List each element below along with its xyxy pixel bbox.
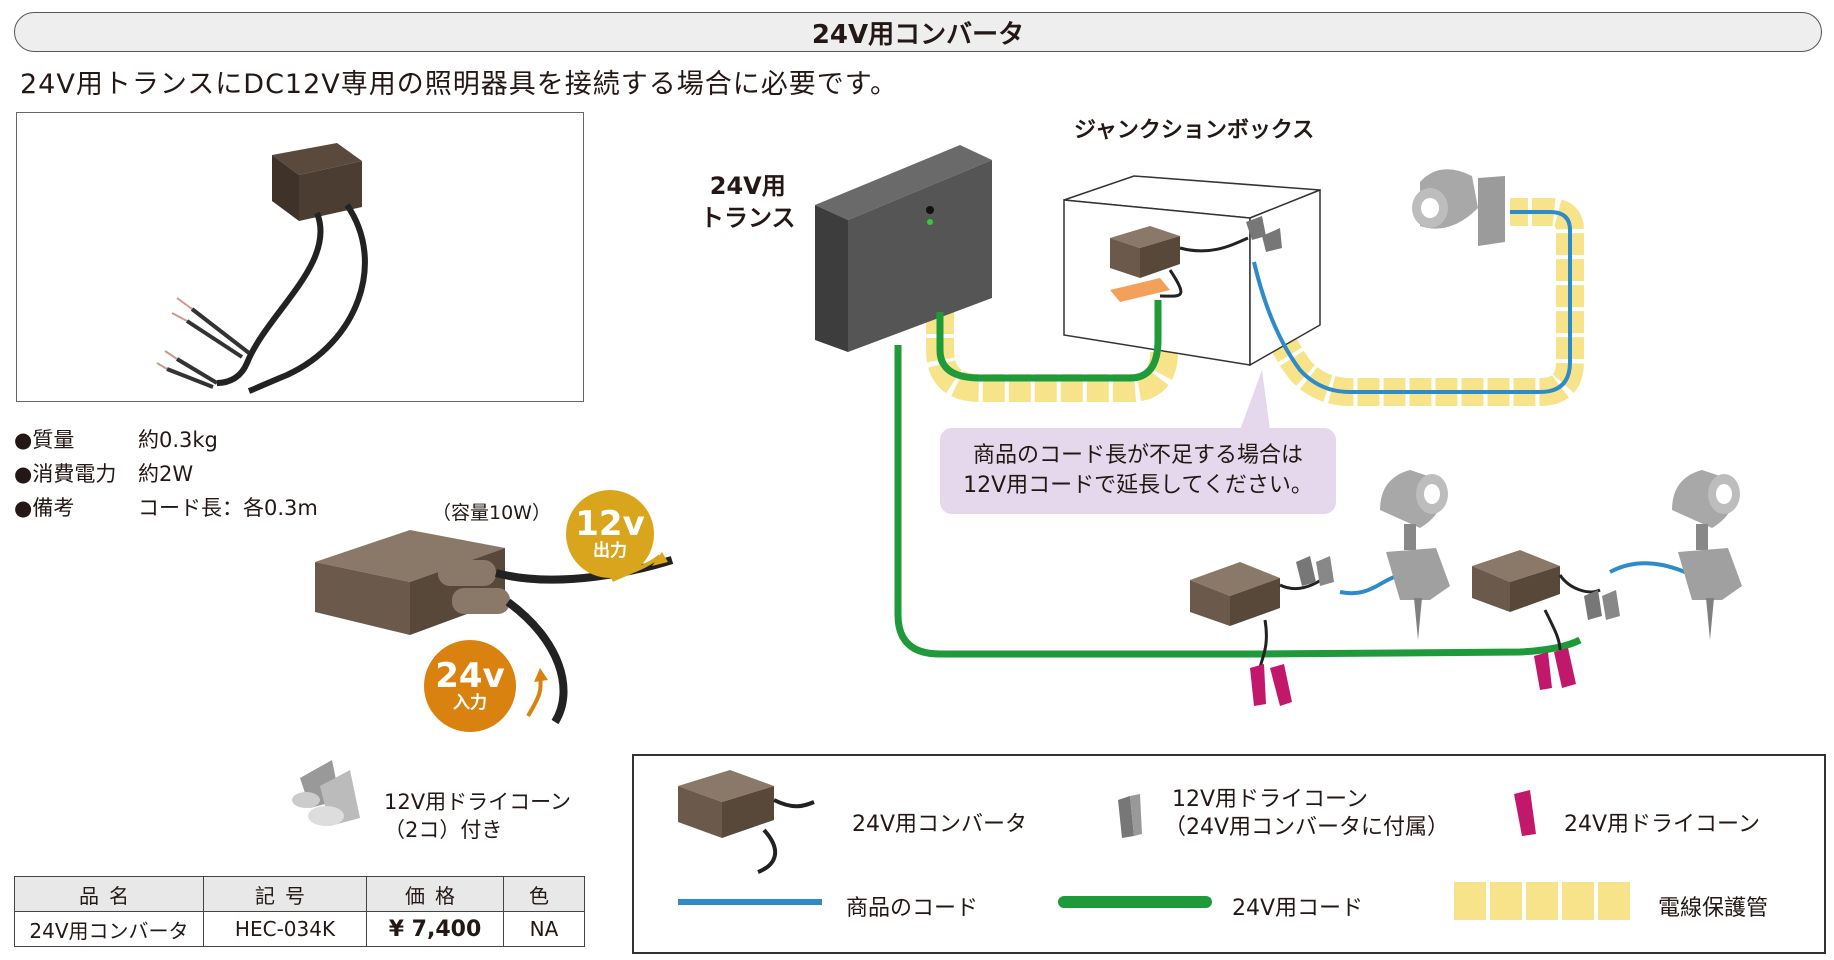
legend-cone24: 24V用ドライコーン — [1564, 812, 1760, 837]
header-color: 色 — [503, 876, 585, 912]
page-subtitle: 24V用トランスにDC12V専用の照明器具を接続する場合に必要です。 — [20, 69, 899, 100]
spec-weight: ●質量 約0.3kg — [14, 424, 218, 454]
legend-cone12-line1: 12V用ドライコーン — [1172, 787, 1368, 812]
legend-cone12: 12V用ドライコーン （24V用コンバータに付属） — [1164, 786, 1449, 842]
badge-12v-label: 出力 — [593, 541, 627, 561]
spec-remarks-key: ●備考 — [14, 496, 75, 520]
legend-box: 24V用コンバータ 12V用ドライコーン （24V用コンバータに付属） 24V用… — [632, 754, 1826, 954]
capacity-label: （容量10W） — [432, 502, 551, 524]
cell-code: HEC-034K — [203, 911, 367, 947]
spec-power-key: ●消費電力 — [14, 462, 117, 486]
transformer-label-line1: 24V用 — [709, 172, 786, 200]
note-line1: 商品のコード長が不足する場合は — [972, 443, 1303, 468]
badge-12v-output: 12v 出力 — [566, 490, 654, 578]
junction-box-label: ジャンクションボックス — [1074, 118, 1315, 143]
converter-photo-image — [156, 143, 368, 394]
header-code: 記号 — [203, 876, 367, 912]
page-title-bar: 24V用コンバータ — [14, 12, 1822, 52]
cell-price: ¥ 7,400 — [366, 911, 504, 947]
legend-converter: 24V用コンバータ — [852, 812, 1028, 837]
spec-weight-value: 約0.3kg — [138, 428, 218, 452]
price-table-header: 品名 記号 価格 色 — [14, 876, 585, 912]
cell-product-name: 24V用コンバータ — [14, 911, 204, 947]
header-price: 価格 — [366, 876, 504, 912]
legend-product-cord: 商品のコード — [846, 896, 979, 921]
legend-cord24: 24V用コード — [1232, 896, 1364, 921]
spec-power: ●消費電力約2W — [14, 458, 193, 488]
badge-24v-input: 24v 入力 — [424, 640, 516, 732]
badge-24v-value: 24v — [435, 656, 505, 696]
spec-remarks-value: コード長：各0.3m — [138, 496, 318, 520]
dry-cone-note: 12V用ドライコーン （2コ）付き — [384, 788, 571, 844]
badge-12v-value: 12v — [575, 504, 645, 544]
legend-cone12-line2: （24V用コンバータに付属） — [1164, 815, 1450, 840]
table-row: 24V用コンバータ HEC-034K ¥ 7,400 NA — [14, 911, 585, 947]
cell-color: NA — [503, 911, 585, 947]
dry-cone-note-line2: （2コ）付き — [384, 818, 503, 842]
legend-conduit: 電線保護管 — [1658, 896, 1769, 921]
header-product-name: 品名 — [14, 876, 204, 912]
note-line2: 12V用コードで延長してください。 — [963, 473, 1313, 498]
price-table: 品名 記号 価格 色 24V用コンバータ HEC-034K ¥ 7,400 NA — [14, 876, 585, 947]
dry-cone-note-line1: 12V用ドライコーン — [384, 790, 572, 814]
transformer-label-line2: トランス — [700, 204, 796, 232]
page-title: 24V用コンバータ — [811, 19, 1025, 50]
badge-24v-label: 入力 — [453, 693, 487, 713]
spec-remarks: ●備考 コード長：各0.3m — [14, 492, 318, 522]
product-photo — [16, 112, 584, 402]
spec-weight-key: ●質量 — [14, 428, 75, 452]
spec-power-value: 約2W — [138, 462, 194, 486]
cord-extension-note: 商品のコード長が不足する場合は 12V用コードで延長してください。 — [940, 428, 1336, 514]
legend-graphics — [678, 770, 1630, 920]
transformer-label: 24V用 トランス — [700, 170, 796, 234]
